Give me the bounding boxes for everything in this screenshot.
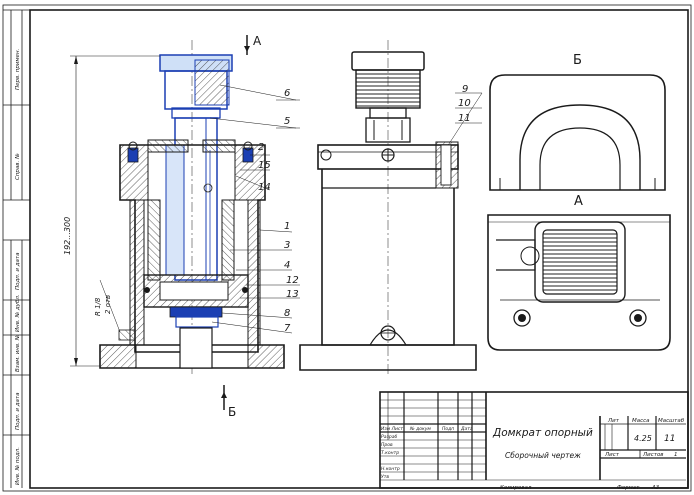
thread-note: R 1/8 2 отв (94, 279, 121, 333)
drawing-title: Домкрат опорный (492, 427, 593, 439)
tb-row-label: Изм Лист (381, 426, 403, 432)
sectional-view (99, 40, 285, 375)
view-a-label: А (574, 194, 583, 209)
copy-label: Копировал (500, 485, 532, 491)
callout-10: 10 (458, 98, 471, 109)
callout-12: 12 (286, 275, 299, 286)
view-a: А (487, 194, 671, 351)
thread-size: R 1/8 (94, 297, 102, 316)
side-label: Справ. № (15, 153, 21, 180)
sheets-label: Листов (642, 452, 664, 458)
callout-2: 2 (258, 142, 264, 153)
section-a-marker: А (253, 34, 262, 48)
sheets-count: 1 (674, 452, 678, 458)
callouts: 6 5 2 15 14 1 3 4 12 13 8 7 9 10 11 (209, 84, 483, 334)
callout-4: 4 (284, 260, 290, 271)
tb-row-label: Утв (381, 474, 389, 480)
side-labels: Перв. примен. Справ. № Подп. и дата Инв.… (15, 48, 21, 485)
side-label: Перв. примен. (15, 48, 21, 90)
side-label: Взам. инв. № (15, 334, 21, 372)
height-dimension-value: 192...300 (63, 217, 72, 255)
side-label: Подп. и дата (15, 392, 21, 430)
mass-value: 4.25 (634, 434, 652, 443)
section-markers: А Б (221, 34, 262, 419)
side-label: Инв. № подл. (15, 447, 21, 485)
callout-11: 11 (458, 113, 471, 124)
view-b-label: Б (573, 53, 582, 68)
lit-label: Лит (607, 418, 620, 424)
side-label: Инв. № дубл. (15, 294, 21, 332)
sheet-label: Лист (604, 452, 620, 458)
view-b: Б (489, 53, 666, 191)
tb-col-label: Подп (442, 426, 454, 432)
format-value: А3 (651, 485, 660, 491)
callout-8: 8 (284, 308, 290, 319)
tb-col-label: № докум (409, 426, 431, 432)
callout-15: 15 (258, 160, 271, 171)
tb-row-label: Пров (381, 442, 393, 448)
callout-14: 14 (258, 182, 271, 193)
title-block-text: Домкрат опорный Сборочный чертеж Лит Мас… (381, 418, 685, 491)
scale-label: Масштаб (658, 418, 685, 424)
callout-5: 5 (284, 116, 290, 127)
holes-count: 2 отв (104, 295, 112, 314)
mass-label: Масса (632, 418, 650, 424)
tb-row-label: Т.контр (381, 450, 399, 456)
callout-1: 1 (284, 221, 290, 232)
height-dimension: 192...300 (63, 55, 160, 367)
section-b-marker: Б (228, 405, 236, 419)
callout-3: 3 (284, 240, 290, 251)
title-block (379, 391, 689, 489)
callout-7: 7 (284, 323, 291, 334)
format-label: Формат (617, 485, 640, 491)
drawing-subtitle: Сборочный чертеж (505, 451, 581, 460)
tb-col-label: Дата (460, 426, 473, 432)
callout-13: 13 (286, 289, 299, 300)
scale-value: 11 (664, 434, 675, 444)
sheet-frame (2, 4, 692, 492)
front-view (299, 40, 477, 375)
side-label: Подп. и дата (15, 252, 21, 290)
tb-row-label: Н.контр (381, 466, 400, 472)
tb-row-label: Разраб (381, 434, 397, 440)
callout-6: 6 (284, 88, 290, 99)
callout-9: 9 (462, 84, 468, 95)
